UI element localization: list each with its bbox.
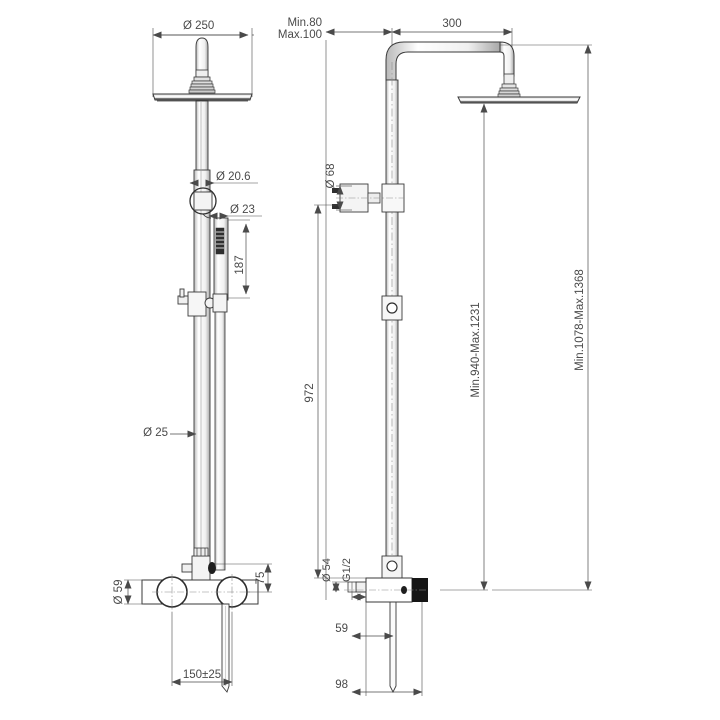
dim-label-wall-offset-max: Max.100 [278,29,322,41]
dim-label-hose-projection: 98 [335,679,348,691]
dim-arm-projection: 300 [391,18,513,100]
dim-inlet-thread: G1/2 [341,558,367,601]
dim-label-head-diameter: Ø 250 [183,20,214,32]
dim-label-inlet-thread: G1/2 [341,558,353,582]
dim-riser-height: 972 [304,204,366,579]
dim-label-adjust-range-outer: Min.1078-Max.1368 [574,269,586,371]
dim-inlet-diameter: Ø 54 [321,558,350,593]
dim-label-riser-height: 972 [304,383,316,402]
mixer-inlet-side [344,555,428,694]
riser-tube-front [193,100,211,571]
dim-label-handshower-length: 187 [234,255,246,274]
dim-handle-spacing: 150±25 [171,612,233,686]
dim-mixer-body-diameter: Ø 59 [113,579,144,605]
dim-label-mixer-body-diameter: Ø 59 [113,580,125,605]
front-view: Ø 250 [113,20,272,693]
hand-shower-front [213,217,229,301]
dim-handshower-length: 187 [228,219,250,299]
dim-adjust-range-outer: Min.1078-Max.1368 [492,44,592,591]
dim-label-wall-offset-min: Min.80 [287,17,322,29]
dim-bracket-diameter: Ø 68 [325,164,352,211]
dim-label-outlet-depth: 59 [335,623,348,635]
mixer-body-front [141,547,259,612]
dim-wall-offset: Min.80 Max.100 [278,17,393,48]
dim-label-arm-projection: 300 [442,18,461,30]
slider-bracket-front [177,288,228,571]
dim-head-diameter: Ø 250 [152,20,254,97]
diverter-fitting-front [189,187,217,219]
dim-label-bracket-diameter: Ø 68 [325,164,337,189]
shower-head-front [152,37,253,102]
dim-handshower-diameter: Ø 23 [208,204,262,220]
shower-hose-front [221,603,230,693]
dim-riser-lower-diameter: Ø 25 [143,427,197,439]
dim-outlet-depth: 59 [335,623,394,640]
dim-label-adjust-range-inner: Min.940-Max.1231 [470,302,482,397]
dim-label-riser-lower-diameter: Ø 25 [143,427,168,439]
dim-hose-projection: 98 [335,602,423,696]
dim-label-handle-offset: 75 [255,572,267,585]
dim-label-riser-upper-diameter: Ø 20.6 [216,171,251,183]
dim-riser-upper-diameter: Ø 20.6 [189,171,258,187]
shower-arm-side [385,41,581,104]
dim-label-handle-spacing: 150±25 [183,669,221,681]
side-view: Min.80 Max.100 300 [278,17,592,696]
slider-bracket-side [381,295,403,321]
dim-handle-offset: 75 [214,563,272,593]
dim-label-handshower-diameter: Ø 23 [230,204,255,216]
dim-adjust-range-inner: Min.940-Max.1231 [440,103,488,591]
wall-bracket-side [332,183,405,213]
dim-label-inlet-diameter: Ø 54 [321,558,333,582]
